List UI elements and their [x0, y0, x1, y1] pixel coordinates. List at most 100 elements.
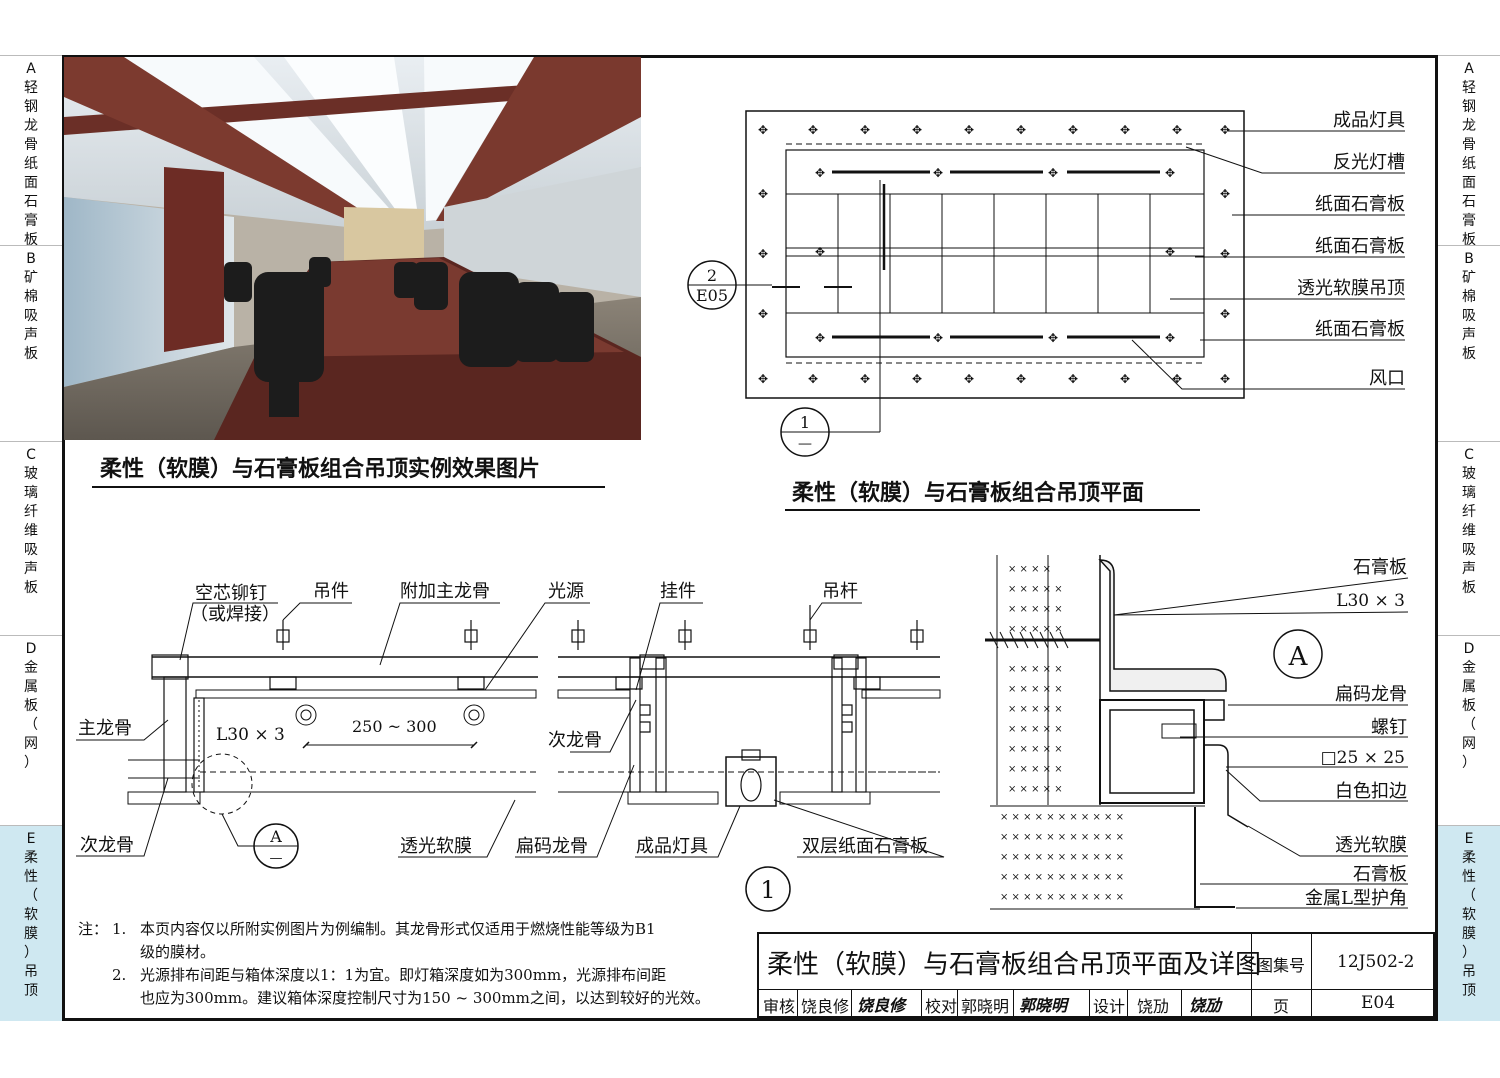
note-1-number: 1.: [112, 920, 127, 938]
label-flat-keel: 扁码龙骨: [516, 836, 588, 857]
left-tab-char: 吸: [24, 542, 38, 558]
left-tab-char: 吸: [24, 308, 38, 324]
svg-text:✥: ✥: [964, 372, 974, 386]
left-tab-char: 维: [24, 523, 38, 539]
detail-label-5: □25 × 25: [1321, 748, 1405, 768]
right-tab-char: 网: [1462, 736, 1476, 752]
right-tab-letter: B: [1464, 251, 1474, 267]
plan-label-6: 纸面石膏板: [1315, 318, 1405, 340]
left-tab-letter: A: [26, 61, 36, 77]
right-tab-char: 吊: [1462, 964, 1476, 980]
detail-label-6: 白色扣边: [1335, 781, 1407, 802]
label-hook: 挂件: [660, 581, 696, 602]
drawing-title: 柔性（软膜）与石膏板组合吊顶平面及详图: [767, 950, 1262, 980]
detail-label-2: L30 × 3: [1336, 591, 1405, 611]
left-tab-letter: C: [26, 447, 36, 463]
svg-text:✥: ✥: [1165, 166, 1175, 180]
right-tab-char: 棉: [1462, 289, 1476, 305]
right-tab-char: 玻: [1462, 466, 1476, 482]
designer-name: 饶劢: [1137, 997, 1170, 1016]
detail-label-9: 金属L型护角: [1305, 888, 1407, 909]
label-double-gypsum: 双层纸面石膏板: [802, 835, 928, 857]
reviewer-signature: 饶良修: [857, 996, 906, 1015]
right-tab-char: 纤: [1462, 504, 1476, 520]
svg-text:✥: ✥: [758, 123, 768, 137]
svg-text:✥: ✥: [758, 247, 768, 261]
right-tab-char: 龙: [1462, 118, 1476, 134]
svg-text:✥: ✥: [1120, 123, 1130, 137]
svg-text:× × × × ×: × × × × ×: [1008, 764, 1063, 775]
right-tab-char: 顶: [1462, 983, 1476, 999]
section-number: 1: [760, 876, 775, 904]
left-tab-char: 膜: [24, 926, 38, 942]
svg-text:✥: ✥: [1048, 331, 1058, 345]
svg-text:✥: ✥: [1220, 123, 1230, 137]
left-tab-char: 玻: [24, 466, 38, 482]
checker-signature: 郭晓明: [1019, 996, 1068, 1015]
svg-text:✥: ✥: [815, 166, 825, 180]
left-tab-char: 板: [24, 346, 38, 362]
drawing-frame: [62, 55, 1438, 1021]
plan-label-3: 纸面石膏板: [1315, 193, 1405, 215]
label-rod: 吊杆: [822, 581, 858, 602]
svg-text:× × × × × × × × × × ×: × × × × × × × × × × ×: [1000, 852, 1124, 863]
svg-text:× × × × ×: × × × × ×: [1008, 724, 1063, 735]
left-tab-char: 软: [24, 907, 38, 923]
section-labels: 空芯铆钉 （或焊接） 吊件 附加主龙骨 光源 挂件 吊杆 主龙骨 L30 × 3…: [78, 581, 928, 866]
left-tab-char: 柔: [24, 850, 38, 866]
photo-caption: 柔性（软膜）与石膏板组合吊顶实例效果图片: [100, 456, 540, 482]
plan-ref2-bottom: —: [798, 436, 812, 452]
right-tab-char: 面: [1462, 175, 1476, 191]
right-tab-char: （: [1462, 888, 1476, 904]
left-tab-char: 棉: [24, 289, 38, 305]
svg-text:× × × × × × × × × × ×: × × × × × × × × × × ×: [1000, 812, 1124, 823]
svg-text:✥: ✥: [1068, 372, 1078, 386]
left-tab-char: ）: [24, 945, 38, 961]
left-tab-char: （: [24, 717, 38, 733]
right-tab-char: 维: [1462, 523, 1476, 539]
left-tab-char: 属: [24, 679, 38, 695]
right-tab-char: 吸: [1462, 308, 1476, 324]
svg-text:× × × × × × × × × × ×: × × × × × × × × × × ×: [1000, 872, 1124, 883]
right-tab-char: 板: [1462, 346, 1476, 362]
left-tab-char: 龙: [24, 118, 38, 134]
title-block: 柔性（软膜）与石膏板组合吊顶平面及详图 图集号 12J502-2 审核 饶良修 …: [757, 932, 1435, 1018]
note-2-line-1: 光源排布间距与箱体深度以1：1为宜。即灯箱深度如为300mm，光源排布间距: [140, 966, 667, 984]
detail-label-7: 透光软膜: [1335, 835, 1407, 856]
svg-text:✥: ✥: [933, 166, 943, 180]
svg-text:✥: ✥: [1220, 247, 1230, 261]
svg-text:✥: ✥: [808, 372, 818, 386]
left-tab-letter: E: [26, 831, 36, 847]
plan-label-4: 纸面石膏板: [1315, 235, 1405, 257]
right-tab-letter: A: [1464, 61, 1474, 77]
left-tab-char: 声: [24, 327, 38, 343]
svg-text:✥: ✥: [1165, 245, 1175, 259]
right-tab-letter: C: [1464, 447, 1474, 463]
notes-label: 注：: [78, 920, 109, 938]
left-tab-char: 性: [24, 869, 38, 885]
svg-text:✥: ✥: [1016, 372, 1026, 386]
right-tab-char: 板: [1462, 580, 1476, 596]
svg-text:✥: ✥: [758, 187, 768, 201]
plan-label-7: 风口: [1369, 368, 1405, 389]
left-tab-char: 板: [24, 232, 38, 248]
svg-text:× × × × ×: × × × × ×: [1008, 624, 1063, 635]
svg-text:✥: ✥: [912, 123, 922, 137]
right-tab-char: 吸: [1462, 542, 1476, 558]
left-tab-char: 声: [24, 561, 38, 577]
left-tab-char: 吊: [24, 964, 38, 980]
detail-a: × × × ×× × × × × × × × × ×× × × × × × × …: [985, 555, 1409, 910]
plan-ref-top: 2: [707, 266, 717, 285]
detail-label-8: 石膏板: [1353, 863, 1407, 885]
svg-text:✥: ✥: [964, 123, 974, 137]
